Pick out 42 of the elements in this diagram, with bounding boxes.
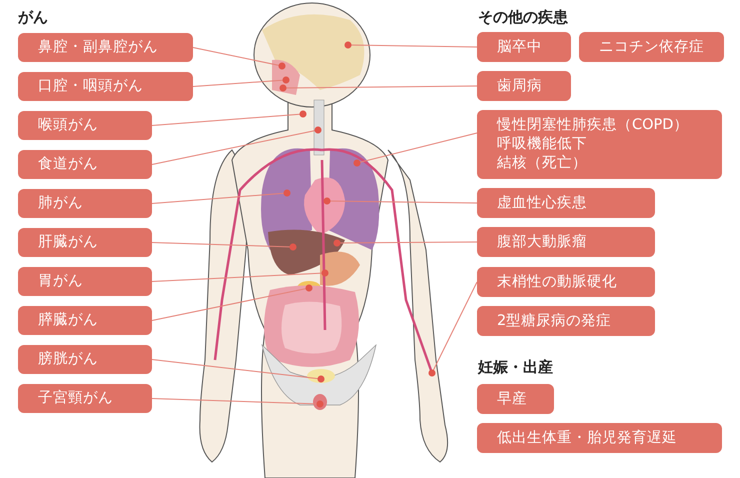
- disease-box: ニコチン依存症: [579, 32, 724, 62]
- leader-line: [152, 270, 328, 282]
- disease-box: 虚血性心疾患: [477, 188, 655, 218]
- group-heading: がん: [18, 8, 48, 27]
- disease-box: 鼻腔・副鼻腔がん: [18, 33, 193, 62]
- disease-card: [477, 110, 722, 179]
- disease-name: 結核（死亡）: [497, 154, 588, 173]
- disease-box: 肺がん: [18, 189, 152, 218]
- disease-box: 肝臓がん: [18, 228, 152, 257]
- disease-name: 慢性閉塞性肺疾患（COPD）: [497, 116, 690, 135]
- disease-box: 2型糖尿病の発症: [477, 306, 655, 336]
- disease-box: 低出生体重・胎児発育遅延: [477, 423, 722, 453]
- disease-box: 食道がん: [18, 150, 152, 179]
- leader-line: [192, 76, 290, 87]
- disease-name: 呼吸機能低下: [497, 135, 588, 154]
- disease-box: 早産: [477, 384, 554, 414]
- group-heading: その他の疾患: [478, 8, 568, 27]
- disease-box: 胃がん: [18, 267, 152, 296]
- disease-box: 歯周病: [477, 71, 571, 101]
- disease-box: 口腔・咽頭がん: [18, 72, 193, 101]
- disease-box: 子宮頸がん: [18, 384, 152, 413]
- leader-line: [192, 47, 286, 70]
- disease-box: 末梢性の動脈硬化: [477, 267, 655, 297]
- leader-line: [152, 398, 324, 408]
- leader-line: [152, 110, 306, 126]
- leader-line: [152, 284, 312, 321]
- leader-line: [280, 84, 478, 92]
- leader-line: [428, 282, 478, 376]
- disease-box: 脳卒中: [477, 32, 571, 62]
- disease-box: 膀胱がん: [18, 345, 152, 374]
- leader-line: [334, 240, 478, 246]
- leader-line: [344, 42, 478, 48]
- leader-line: [152, 190, 290, 204]
- disease-box: 喉頭がん: [18, 111, 152, 140]
- leader-line: [152, 126, 322, 165]
- disease-box: 腹部大動脈瘤: [477, 227, 655, 257]
- group-heading: 妊娠・出産: [478, 358, 553, 377]
- leader-line: [152, 359, 324, 382]
- leader-line: [354, 132, 478, 166]
- leader-line: [324, 198, 478, 204]
- disease-box: 膵臓がん: [18, 306, 152, 335]
- leader-line: [152, 242, 296, 250]
